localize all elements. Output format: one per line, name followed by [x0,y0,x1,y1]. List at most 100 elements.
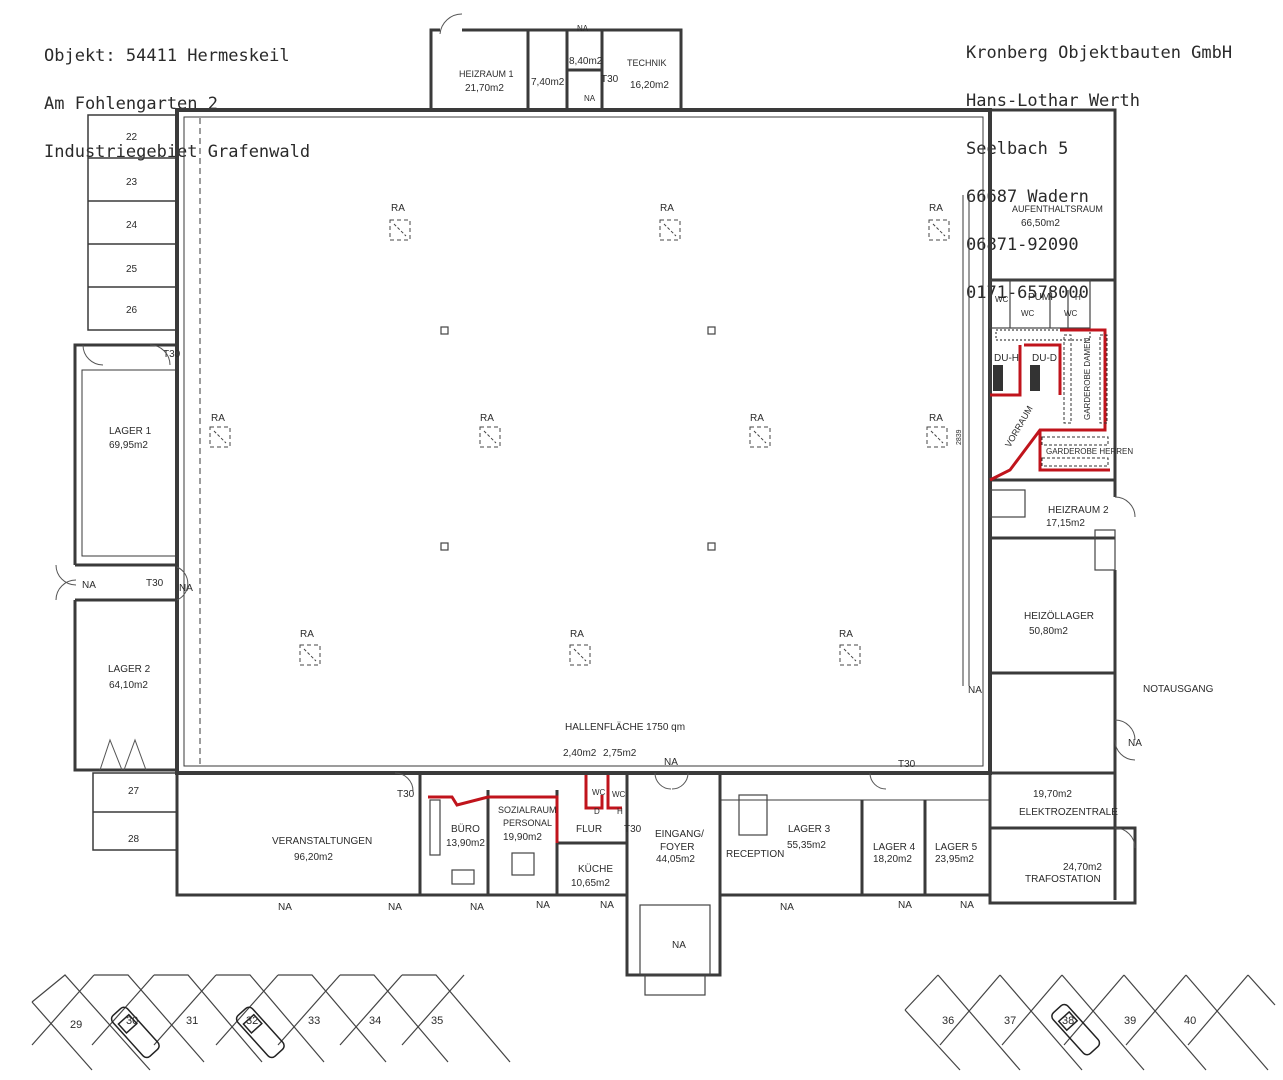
bottom-interior-walls [429,794,768,996]
parking-number: 24 [126,220,138,231]
parking-number: 32 [246,1015,258,1027]
room-area: 18,20m2 [873,854,912,865]
room-area: 21,70m2 [465,83,504,94]
ra-label: RA [660,203,674,214]
contact-line: 06871-92090 [966,235,1079,255]
ra-label: RA [929,203,943,214]
wc-label: WC [592,788,606,797]
room-name: FOYER [660,842,694,853]
na-label: NA [179,583,193,594]
contact-line: 0171-6578000 [966,283,1089,303]
notausgang-label: NOTAUSGANG [1143,684,1214,695]
room-area: 13,90m2 [446,838,485,849]
room-area: 8,40m2 [569,56,603,67]
room-name: VERANSTALTUNGEN [272,836,372,847]
address-line: Am Fohlengarten 2 [44,94,218,114]
ra-markers [209,219,950,666]
address-line: Industriegebiet Grafenwald [44,142,311,162]
main-hall [175,108,992,775]
t30-label: T30 [163,349,181,360]
parking-number: 25 [126,264,138,275]
red-office-walls [428,775,622,843]
room-name: LAGER 1 [109,426,152,437]
room-name: PUMI [1028,292,1053,303]
room-name: ELEKTROZENTRALE [1019,807,1118,818]
address-line: Objekt: 54411 Hermeskeil [44,46,290,66]
parking-number: 28 [128,834,140,845]
contact-line: Kronberg Objektbauten GmbH [966,43,1233,63]
na-label: NA [780,902,794,913]
parking-number: 35 [431,1015,443,1027]
room-name: TRAFOSTATION [1025,874,1101,885]
contact-line: Seelbach 5 [966,139,1069,159]
room-name: TECHNIK [627,58,667,68]
left-side-rooms [73,114,178,851]
columns [440,326,716,551]
room-area: 69,95m2 [109,440,148,451]
contact-line: Hans-Lothar Werth [966,91,1140,111]
red-sanitary-walls [989,328,1110,482]
na-label: NA [672,940,686,951]
t30-label: T30 [624,824,642,835]
room-area: 24,70m2 [1063,862,1102,873]
parking-number: 36 [942,1015,954,1027]
room-name: LAGER 3 [788,824,831,835]
ra-label: RA [300,629,314,640]
t30-label: T30 [898,759,916,770]
room-area: 2,75m2 [603,748,637,759]
ra-label: RA [391,203,405,214]
room-area: 64,10m2 [109,680,148,691]
t30-label: T30 [397,789,415,800]
ra-label: RA [929,413,943,424]
room-area: 2,40m2 [563,748,597,759]
room-name: LAGER 5 [935,842,978,853]
room-name: KÜCHE [578,863,613,875]
parking-number: 39 [1124,1015,1136,1027]
wc-label: WC [1064,309,1078,318]
na-label: NA [960,900,974,911]
hall-label: HALLENFLÄCHE 1750 qm [565,721,685,733]
na-label: NA [278,902,292,913]
room-name: DU-H [994,353,1019,364]
parking-number: 23 [126,177,138,188]
room-area: 55,35m2 [787,840,826,851]
parking-number: 27 [128,786,140,797]
ra-label: RA [480,413,494,424]
parking-number: 26 [126,305,138,316]
parking-number: 22 [126,132,138,143]
na-label: NA [536,900,550,911]
contact-line: 66687 Wadern [966,187,1089,207]
sanitary-block [989,279,1091,341]
room-area: 96,20m2 [294,852,333,863]
room-name: BÜRO [451,823,480,835]
parking-bottom-left [31,974,511,1071]
na-label: NA [600,900,614,911]
wc-label: WC [612,790,626,799]
h-label: H [1075,293,1081,302]
wc-label: WC [995,295,1009,304]
car-icon [110,1006,160,1059]
heizraum2-fixtures [989,489,1116,571]
room-area: 19,70m2 [1033,789,1072,800]
room-name: EINGANG/ [655,829,704,840]
door-swings [55,344,1136,849]
room-name: DU-D [1032,353,1057,364]
company-contact: Kronberg Objektbauten GmbH Hans-Lothar W… [966,13,1232,317]
room-name: SOZIALRAUM [498,805,557,815]
hall-dimension: 2839 [956,429,963,445]
na-label: NA [388,902,402,913]
t30-label: T30 [146,578,164,589]
room-name: PERSONAL [503,818,552,828]
object-address: Objekt: 54411 Hermeskeil Am Fohlengarten… [44,16,310,176]
room-name: HEIZRAUM 2 [1048,505,1109,516]
room-name: RECEPTION [726,849,784,860]
ra-label: RA [750,413,764,424]
room-area: 50,80m2 [1029,626,1068,637]
na-label: NA [968,685,982,696]
ra-label: RA [570,629,584,640]
na-label: NA [584,94,596,103]
lager2-gate [99,738,147,771]
parking-number: 30 [126,1015,138,1027]
t30-label: T30 [601,74,619,85]
